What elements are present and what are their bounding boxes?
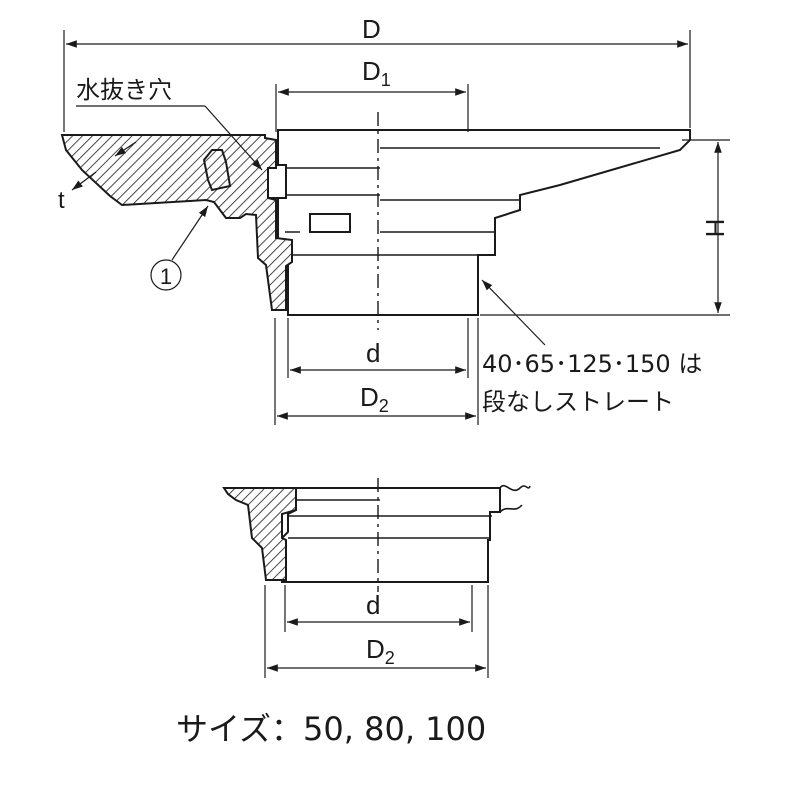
drain-hole-leader [204,105,263,171]
part-number-circle [150,259,182,291]
section-hatch-left [60,134,293,311]
note-line-2: 段なしストレート [482,388,674,416]
note-leader [481,279,546,346]
size-caption: サイズ：50, 80, 100 [176,710,486,748]
break-line [499,484,531,513]
part-leader [171,205,209,261]
bottom-section-view: d D2 [222,478,531,678]
flange-rib [202,149,232,192]
dim-D1-label: D1 [362,56,391,90]
inner-step-lines [285,147,660,256]
body-outline-right [277,129,691,316]
boss [309,213,351,233]
section-hatch-bottom [222,487,297,581]
dim-D2-label-bottom: D2 [366,634,395,668]
dim-D-label: D [362,14,381,44]
part-number-label: 1 [160,264,172,289]
dim-H-label: H [700,219,730,238]
top-section-view: D D1 H t 水抜き穴 1 d D2 40･6 [58,14,730,425]
dim-d-label-top: d [366,338,380,368]
dim-D2-label-top: D2 [360,382,389,416]
note-line-1: 40･65･125･150 は [482,350,702,378]
dim-line-t [71,171,97,191]
dim-d-label-bottom: d [366,590,380,620]
body-outline-bottom [281,487,501,583]
dim-t-label: t [58,187,65,214]
drain-hole-plug [267,164,287,199]
drain-hole-label: 水抜き穴 [76,76,172,104]
